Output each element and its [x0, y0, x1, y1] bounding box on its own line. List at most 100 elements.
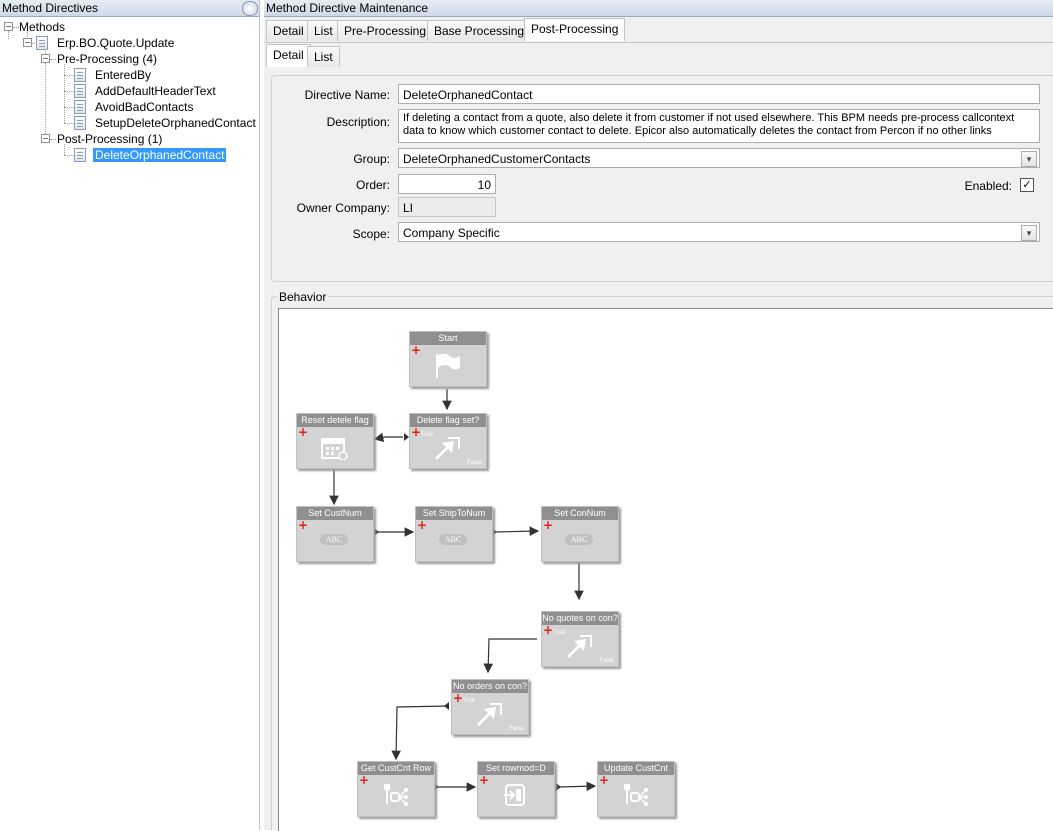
- document-icon: [74, 116, 86, 130]
- workflow-node-invoke-method[interactable]: Get CustCnt Row +: [357, 761, 435, 817]
- tree-item-directive-selected[interactable]: DeleteOrphanedContact: [93, 147, 227, 163]
- port: [556, 783, 561, 791]
- document-icon: [74, 84, 86, 98]
- add-icon[interactable]: +: [453, 691, 464, 705]
- node-title: Set CustNum: [297, 507, 373, 520]
- add-icon[interactable]: +: [599, 773, 610, 787]
- tab-pre-processing[interactable]: Pre-Processing: [337, 20, 434, 41]
- document-icon: [74, 100, 86, 114]
- port: [444, 702, 449, 710]
- tree-label: Methods: [19, 20, 66, 34]
- workflow-node-set-field[interactable]: Set rowmod=D +: [477, 761, 555, 817]
- behavior-group: [271, 296, 1053, 831]
- add-icon[interactable]: +: [411, 343, 422, 357]
- order-field[interactable]: 10: [398, 174, 496, 194]
- false-port-label: False: [467, 460, 482, 466]
- tree-label: AddDefaultHeaderText: [95, 84, 216, 98]
- tree-item-directive[interactable]: AvoidBadContacts: [95, 99, 194, 115]
- owner-company-label: Owner Company:: [296, 201, 390, 215]
- tab-base-processing[interactable]: Base Processing: [427, 20, 532, 41]
- group-dropdown[interactable]: DeleteOrphanedCustomerContacts ▾: [398, 148, 1040, 168]
- node-title: Start: [410, 332, 486, 345]
- tab-detail[interactable]: Detail: [266, 20, 311, 41]
- tree-label: Post-Processing (1): [57, 132, 163, 146]
- tab-list[interactable]: List: [307, 20, 340, 41]
- collapse-icon[interactable]: −: [41, 54, 50, 63]
- tree-label: Pre-Processing (4): [57, 52, 158, 66]
- false-port-label: False: [599, 658, 614, 664]
- workflow-node-invoke-method[interactable]: Update CustCnt +: [597, 761, 675, 817]
- connector: [558, 781, 597, 792]
- connector: [373, 432, 403, 443]
- abc-icon: ABC: [320, 534, 348, 545]
- method-directives-panel: Method Directives − Methods − Erp.BO.Quo…: [0, 0, 260, 830]
- tree-label: Erp.BO.Quote.Update: [57, 36, 175, 50]
- tree-label: EnteredBy: [95, 68, 152, 82]
- true-port-label: True: [553, 630, 566, 636]
- workflow-canvas[interactable]: Start + Delete flag set? + True False Re…: [278, 308, 1053, 831]
- port: [492, 528, 497, 536]
- subtab-list[interactable]: List: [307, 46, 340, 67]
- description-label: Description:: [326, 115, 390, 129]
- enabled-checkbox[interactable]: ✓: [1020, 178, 1034, 192]
- tree-item-pre-processing[interactable]: Pre-Processing (4): [57, 51, 157, 67]
- workflow-node-set-field[interactable]: Set CustNum + ABC: [296, 506, 374, 562]
- tree-item-method[interactable]: Erp.BO.Quote.Update: [57, 35, 174, 51]
- true-port-label: True: [421, 432, 434, 438]
- description-field[interactable]: If deleting a contact from a quote, also…: [398, 109, 1040, 143]
- condition-icon: [477, 703, 502, 726]
- add-icon[interactable]: +: [359, 773, 370, 787]
- add-icon[interactable]: +: [411, 425, 422, 439]
- connectors: [329, 389, 619, 792]
- flag-icon: [436, 353, 460, 378]
- tree-label: AvoidBadContacts: [95, 100, 194, 114]
- tree-item-post-processing[interactable]: Post-Processing (1): [57, 131, 162, 147]
- chevron-down-icon[interactable]: ▾: [1021, 151, 1037, 167]
- node-title: No orders on con?: [452, 680, 528, 693]
- document-icon: [74, 148, 86, 162]
- port: [374, 528, 379, 536]
- collapse-icon[interactable]: −: [41, 134, 50, 143]
- node-title: Set ShipToNum: [416, 507, 492, 520]
- pin-icon[interactable]: [242, 1, 258, 16]
- connector: [391, 705, 450, 761]
- description-line: data to know which customer contact to d…: [403, 125, 992, 137]
- workflow-node-set-field[interactable]: Set ShipToNum + ABC: [415, 506, 493, 562]
- add-icon[interactable]: +: [298, 518, 309, 532]
- subtab-detail[interactable]: Detail: [266, 44, 311, 67]
- node-title: Set ConNum: [542, 507, 618, 520]
- workflow-node-condition[interactable]: Delete flag set? + True False: [409, 413, 487, 469]
- workflow-node-start[interactable]: Start +: [409, 331, 487, 387]
- panel-title: Method Directive Maintenance: [264, 0, 1053, 17]
- tree-root-methods[interactable]: Methods: [19, 19, 65, 35]
- workflow-node-reset-flag[interactable]: Reset detele flag +: [296, 413, 374, 469]
- node-title: Delete flag set?: [410, 414, 486, 427]
- scope-dropdown[interactable]: Company Specific ▾: [398, 222, 1040, 242]
- condition-icon: [435, 437, 460, 460]
- workflow-node-condition[interactable]: No orders on con? + True False: [451, 679, 529, 735]
- collapse-icon[interactable]: −: [4, 22, 13, 31]
- tab-post-processing[interactable]: Post-Processing: [524, 18, 626, 41]
- scope-value: Company Specific: [403, 226, 500, 240]
- workflow-node-set-field[interactable]: Set ConNum + ABC: [541, 506, 619, 562]
- add-icon[interactable]: +: [543, 623, 554, 637]
- order-label: Order:: [355, 178, 390, 192]
- collapse-icon[interactable]: −: [23, 38, 32, 47]
- tree-item-directive[interactable]: SetupDeleteOrphanedContact: [95, 115, 256, 131]
- chevron-down-icon[interactable]: ▾: [1021, 225, 1037, 241]
- workflow-node-condition[interactable]: No quotes on con? + True False: [541, 611, 619, 667]
- condition-icon: [567, 635, 592, 658]
- node-title: Reset detele flag: [297, 414, 373, 427]
- add-icon[interactable]: +: [543, 518, 554, 532]
- tree-item-directive[interactable]: EnteredBy: [95, 67, 151, 83]
- add-icon[interactable]: +: [298, 425, 309, 439]
- tree-label: DeleteOrphanedContact: [93, 148, 227, 162]
- set-field-icon: [504, 784, 525, 806]
- directive-name-field[interactable]: DeleteOrphanedContact: [398, 84, 1040, 104]
- add-icon[interactable]: +: [479, 773, 490, 787]
- tree-item-directive[interactable]: AddDefaultHeaderText: [95, 83, 216, 99]
- true-port-label: True: [463, 698, 476, 704]
- enabled-label: Enabled:: [964, 179, 1012, 193]
- add-icon[interactable]: +: [417, 518, 428, 532]
- connector: [494, 526, 540, 536]
